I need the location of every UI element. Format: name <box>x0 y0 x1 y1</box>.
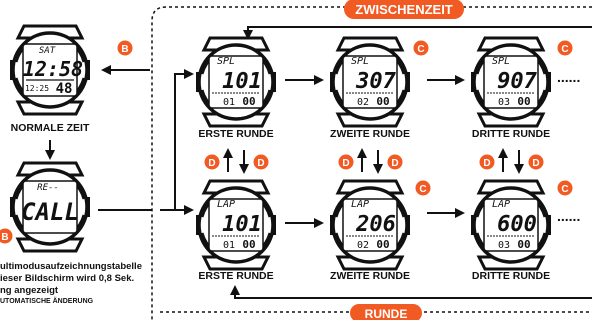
d-button-label-col1-right: D <box>257 158 264 169</box>
d-button-label-col1-left: D <box>208 158 215 169</box>
c-button-label-split-3: C <box>561 44 568 55</box>
c-button-label-split-2: C <box>417 44 424 55</box>
split-watch-3-main: 907 <box>497 69 537 94</box>
d-button-icon-col2-left <box>338 154 354 170</box>
split-watch-2-label: ZWEITE RUNDE <box>330 128 410 140</box>
normal-watch-day: SAT <box>39 46 56 56</box>
lap-banner-text: RUNDE <box>365 307 408 320</box>
lap-watch-2-main: 206 <box>355 212 396 237</box>
b-button-icon <box>117 40 133 56</box>
lap-watch-2-top: LAP <box>351 199 369 210</box>
split-watch-3-sub-right: 00 <box>517 95 530 108</box>
recall-watch-main: CALL <box>21 198 79 226</box>
d-button-label-col3-right: D <box>532 158 539 169</box>
recall-watch-top: RE-- <box>37 183 59 193</box>
split-watch-2-sub-right: 00 <box>376 95 389 108</box>
lap-watch-1-sub: 01 <box>223 240 235 251</box>
b-button-label: B <box>121 44 128 55</box>
split-watch-3-label: DRITTE RUNDE <box>472 128 550 140</box>
d-button-icon-col3-right <box>528 154 544 170</box>
split-ellipsis: ...... <box>557 69 580 85</box>
arrow-branch-split <box>160 69 194 211</box>
b-button-icon-recall <box>0 228 13 244</box>
normal-watch-date: 12:25 <box>25 84 49 93</box>
lap-watch-1-label: ERSTE RUNDE <box>198 270 273 282</box>
lap-watch-1-top: LAP <box>217 199 235 210</box>
d-button-label-col3-left: D <box>483 158 490 169</box>
c-button-icon-lap-3 <box>557 180 573 196</box>
split-return-line <box>243 26 592 40</box>
split-watch-1-sub: 01 <box>223 97 235 108</box>
note-line-4: UTOMATISCHE ÄNDERUNG <box>0 298 94 305</box>
lap-watch-2-label: ZWEITE RUNDE <box>330 270 410 282</box>
d-button-icon-col3-left <box>479 154 495 170</box>
normal-watch-time: 12:58 <box>23 57 83 81</box>
lap-watch-3-sub-right: 00 <box>517 238 530 251</box>
b-button-label-recall: B <box>1 232 8 243</box>
lap-watch-2-sub: 02 <box>357 240 369 251</box>
split-watch-1-top: SPL <box>217 56 235 67</box>
split-watch-2-top: SPL <box>351 56 369 67</box>
d-button-icon-col1-left <box>204 154 220 170</box>
lap-watch-3-label: DRITTE RUNDE <box>472 270 550 282</box>
lap-watch-3-main: 600 <box>497 212 537 237</box>
lap-return-line <box>230 285 592 299</box>
c-button-label-lap-3: C <box>561 184 568 195</box>
c-button-label-lap-2: C <box>419 184 426 195</box>
split-watch-2-main: 307 <box>355 69 396 94</box>
split-banner-text: ZWISCHENZEIT <box>355 2 453 17</box>
split-banner <box>344 0 464 19</box>
lap-ellipsis: ...... <box>557 208 580 224</box>
note-line-1: ultimodusaufzeichnungstabelle <box>0 261 142 272</box>
d-button-label-col2-right: D <box>391 158 398 169</box>
lap-watch-3-top: LAP <box>492 199 510 210</box>
normal-watch-seconds: 48 <box>56 81 73 97</box>
d-button-label-col2-left: D <box>342 158 349 169</box>
lap-banner <box>350 304 422 320</box>
c-button-icon-split-3 <box>557 40 573 56</box>
split-watch-1-main: 101 <box>222 69 262 94</box>
note-line-3: ng angezeigt <box>0 285 59 296</box>
split-watch-3-top: SPL <box>492 56 510 67</box>
lap-watch-1-sub-right: 00 <box>242 238 255 251</box>
normal-time-label: NORMALE ZEIT <box>11 122 90 134</box>
c-button-icon-lap-2 <box>415 180 431 196</box>
split-watch-3-sub: 03 <box>498 97 510 108</box>
split-watch-1-sub-right: 00 <box>242 95 255 108</box>
c-button-icon-split-2 <box>413 40 429 56</box>
split-watch-2-sub: 02 <box>357 97 369 108</box>
lap-watch-3-sub: 03 <box>498 240 510 251</box>
lap-watch-2-sub-right: 00 <box>376 238 389 251</box>
lap-watch-1-main: 101 <box>222 212 262 237</box>
d-button-icon-col1-right <box>253 154 269 170</box>
split-watch-1-label: ERSTE RUNDE <box>198 128 273 140</box>
mode-frame <box>151 6 592 320</box>
d-button-icon-col2-right <box>387 154 403 170</box>
note-line-2: ieser Bildschirm wird 0,8 Sek. <box>0 273 135 284</box>
